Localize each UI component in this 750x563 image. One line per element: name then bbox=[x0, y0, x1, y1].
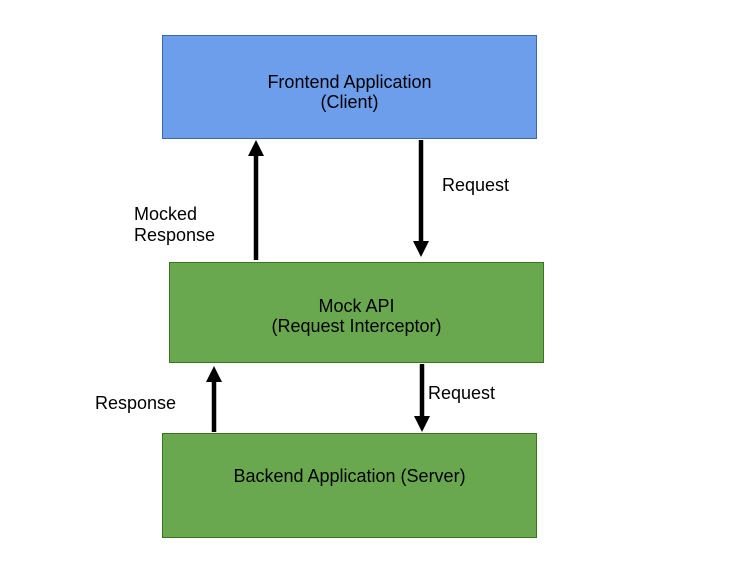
arrow-request-top bbox=[413, 140, 429, 257]
arrow-head-down-icon bbox=[413, 241, 429, 257]
backend-application-box: Backend Application (Server) bbox=[162, 433, 537, 538]
frontend-box-label-line1: Frontend Application bbox=[267, 72, 432, 92]
arrow-head-up-icon bbox=[206, 366, 222, 382]
mock-api-box-label-line1: Mock API bbox=[318, 296, 395, 316]
arrow-response-bottom bbox=[206, 366, 222, 432]
label-request-top: Request bbox=[442, 175, 510, 195]
label-mocked-response-line2: Response bbox=[134, 225, 216, 245]
backend-box-label: Backend Application (Server) bbox=[233, 466, 466, 486]
label-response-bottom: Response bbox=[95, 393, 177, 413]
label-mocked-response-line1: Mocked bbox=[134, 204, 198, 224]
frontend-box-label-line2: (Client) bbox=[320, 92, 379, 112]
frontend-application-box: Frontend Application (Client) bbox=[162, 35, 537, 139]
arrow-mocked-response bbox=[248, 140, 264, 260]
label-request-bottom: Request bbox=[428, 383, 496, 403]
arrow-head-up-icon bbox=[248, 140, 264, 156]
mock-api-box-label-line2: (Request Interceptor) bbox=[271, 316, 442, 336]
arrow-head-down-icon bbox=[414, 416, 430, 432]
label-mocked-response: Mocked Response bbox=[134, 204, 215, 246]
mock-api-box: Mock API (Request Interceptor) bbox=[169, 262, 544, 363]
